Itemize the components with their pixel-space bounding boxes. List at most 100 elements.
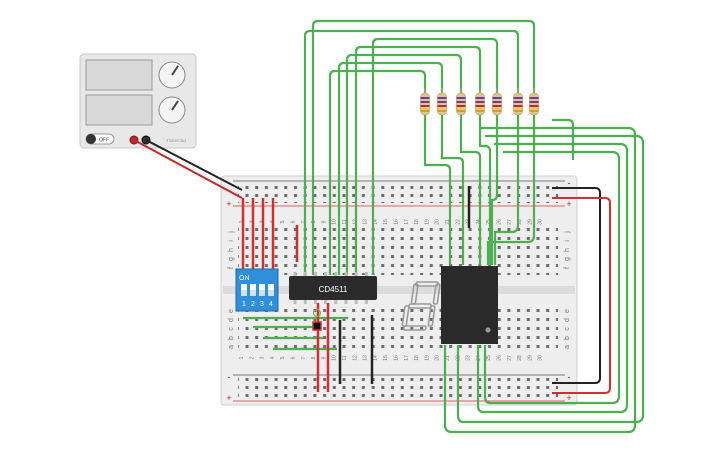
dip-switch-number: 3 <box>260 301 264 308</box>
column-number: 19 <box>424 355 430 361</box>
segment-d <box>403 325 427 331</box>
row-letter: i <box>564 240 571 242</box>
column-number: 5 <box>280 356 286 359</box>
dip-switch-number: 4 <box>269 301 273 308</box>
column-number: 5 <box>280 220 286 223</box>
row-letter: e <box>228 309 235 313</box>
segment-e <box>401 305 410 327</box>
rail-minus-top-right: - <box>568 178 571 188</box>
rail-plus-top-right: + <box>566 199 571 209</box>
row-letter: c <box>564 327 571 331</box>
column-number: 3 <box>260 356 266 359</box>
selected-pin-marker[interactable] <box>312 321 322 331</box>
column-number: 13 <box>363 355 369 361</box>
column-number: 15 <box>383 219 389 225</box>
column-number: 15 <box>383 355 389 361</box>
rail-plus-bottom-left: + <box>226 393 231 403</box>
row-letter: j <box>564 231 571 234</box>
upper-terminal-strip[interactable] <box>238 225 558 275</box>
row-letter: h <box>564 248 571 252</box>
row-letter: j <box>228 231 235 234</box>
row-letter: a <box>564 345 571 349</box>
column-number: 2 <box>249 356 255 359</box>
column-number: 17 <box>404 219 410 225</box>
column-number: 30 <box>538 355 544 361</box>
row-letter: c <box>228 327 235 331</box>
column-number: 20 <box>435 355 441 361</box>
row-letter: f <box>564 267 571 269</box>
chip-label: CD4511 <box>319 285 348 294</box>
dip-toggle-knob <box>268 290 274 296</box>
column-number: 11 <box>342 219 348 224</box>
chip-to-resistor-wires[interactable] <box>303 19 536 275</box>
row-letter: g <box>564 257 571 261</box>
right-negative-wire[interactable] <box>552 187 601 384</box>
right-positive-wire[interactable] <box>552 197 611 394</box>
seven-segment-display[interactable]: 8 <box>401 266 498 344</box>
rail-plus-top-left: + <box>226 199 231 209</box>
column-number: 17 <box>404 355 410 361</box>
column-number: 16 <box>394 219 400 225</box>
brand-label: Tinkercad <box>166 138 186 143</box>
power-supply[interactable]: OFF Tinkercad <box>79 53 197 149</box>
dip-switch-number: 2 <box>251 301 255 308</box>
row-letter: d <box>564 318 571 322</box>
dip-toggle-knob <box>241 290 247 296</box>
column-number: 29 <box>527 355 533 361</box>
column-number: 18 <box>414 219 420 225</box>
segment-c <box>427 305 436 327</box>
column-number: 26 <box>497 219 503 225</box>
switch-off-label: OFF <box>99 138 109 144</box>
column-number: 28 <box>517 219 523 225</box>
supply-positive-wire[interactable] <box>133 139 243 199</box>
lower-terminal-strip[interactable] <box>238 304 558 354</box>
cd4511-chip[interactable]: CD4511 <box>289 272 377 304</box>
display-common-wires[interactable] <box>443 118 645 434</box>
column-number: 10 <box>332 219 338 225</box>
dip-toggle-knob <box>250 290 256 296</box>
chip-pins <box>293 272 368 304</box>
column-number: 28 <box>517 355 523 361</box>
pin-highlight <box>312 308 322 318</box>
column-number: 22 <box>455 219 461 225</box>
resistor-to-display-wires[interactable] <box>423 115 536 265</box>
column-number: 26 <box>497 355 503 361</box>
segment-b <box>432 283 441 305</box>
resistor-6[interactable] <box>513 88 523 122</box>
dip-power-jumpers[interactable] <box>241 198 299 270</box>
column-number: 6 <box>291 220 297 223</box>
column-number: 29 <box>527 219 533 225</box>
column-number: 9 <box>321 356 327 359</box>
column-number: 14 <box>373 219 379 225</box>
column-number: 20 <box>435 219 441 225</box>
row-letter: d <box>228 318 235 322</box>
supply-wires[interactable] <box>133 139 243 199</box>
column-number: 18 <box>414 355 420 361</box>
right-rail-wires[interactable] <box>552 187 611 394</box>
segment-group <box>401 281 441 331</box>
column-number: 9 <box>321 220 327 223</box>
row-letter: b <box>228 336 235 340</box>
power-switch[interactable]: OFF <box>85 133 115 145</box>
supply-negative-wire[interactable] <box>145 139 243 191</box>
top-power-rail-holes[interactable] <box>238 183 558 203</box>
resistor-3[interactable] <box>456 88 466 122</box>
column-number: 27 <box>507 355 513 361</box>
column-number: 27 <box>507 219 513 225</box>
column-number: 21 <box>445 355 451 361</box>
bottom-power-rail-holes[interactable] <box>238 378 558 398</box>
column-number: 8 <box>311 356 317 359</box>
rail-minus-bottom-left: - <box>228 372 231 382</box>
column-number: 11 <box>342 355 348 360</box>
dip-switch-number: 1 <box>242 301 246 308</box>
row-letter: e <box>564 309 571 313</box>
column-number: 6 <box>291 356 297 359</box>
row-letter: h <box>228 248 235 252</box>
voltage-display <box>85 59 153 91</box>
lower-strip-wires[interactable] <box>243 303 374 392</box>
